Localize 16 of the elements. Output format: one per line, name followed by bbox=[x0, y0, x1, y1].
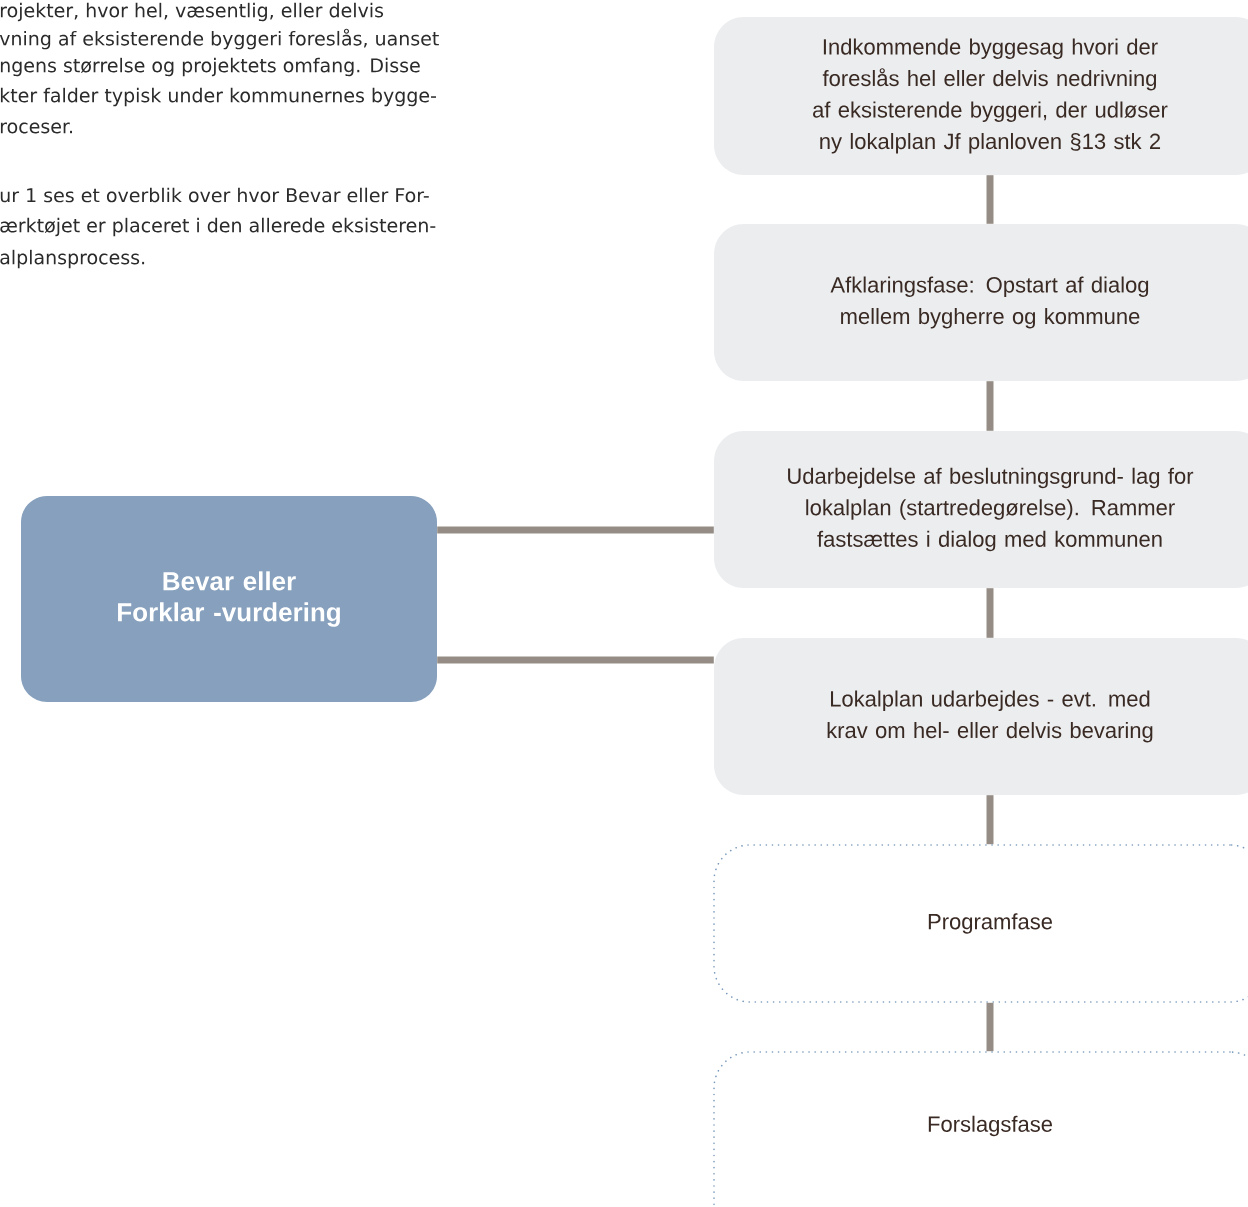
process-box: Lokalplan udarbejdes - evt. med krav om hel- eller delvis bevaring bbox=[714, 638, 1248, 795]
connector-line bbox=[986, 1002, 994, 1052]
process-box: Udarbejdelse af beslutningsgrund- lag for lokalplan (startredegørelse). Rammer fastsættes i dialog med kommunen bbox=[714, 431, 1248, 588]
body-text: ur 1 ses et overblik over hvor Bevar eller For- bbox=[0, 187, 429, 203]
assessment-box: Bevar eller Forklar -vurdering bbox=[21, 496, 437, 702]
body-text: alplansprocess. bbox=[0, 249, 145, 269]
body-text: roceser. bbox=[0, 122, 72, 134]
process-box: Indkommende byggesag hvori der foreslås hel eller delvis nedrivning af eksisterende byggeri, der udløser ny lokalplan Jf planloven §13 stk 2 bbox=[714, 17, 1248, 175]
body-text: ærktøjet er placeret i den allerede eksisteren- bbox=[0, 217, 436, 237]
body-text: ngens størrelse og projektets omfang. Disse bbox=[0, 57, 420, 77]
body-text: rojekter, hvor hel, væsentlig, eller delvis bbox=[0, 2, 384, 22]
phase-box: Programfase bbox=[713, 844, 1248, 1003]
body-text: vning af eksisterende byggeri foreslås, uanset bbox=[0, 28, 439, 50]
body-text: kter falder typisk under kommunernes bygge- bbox=[0, 87, 436, 107]
phase-box: Forslagsfase bbox=[713, 1051, 1248, 1207]
process-box: Afklaringsfase: Opstart af dialog mellem bygherre og kommune bbox=[714, 224, 1248, 381]
